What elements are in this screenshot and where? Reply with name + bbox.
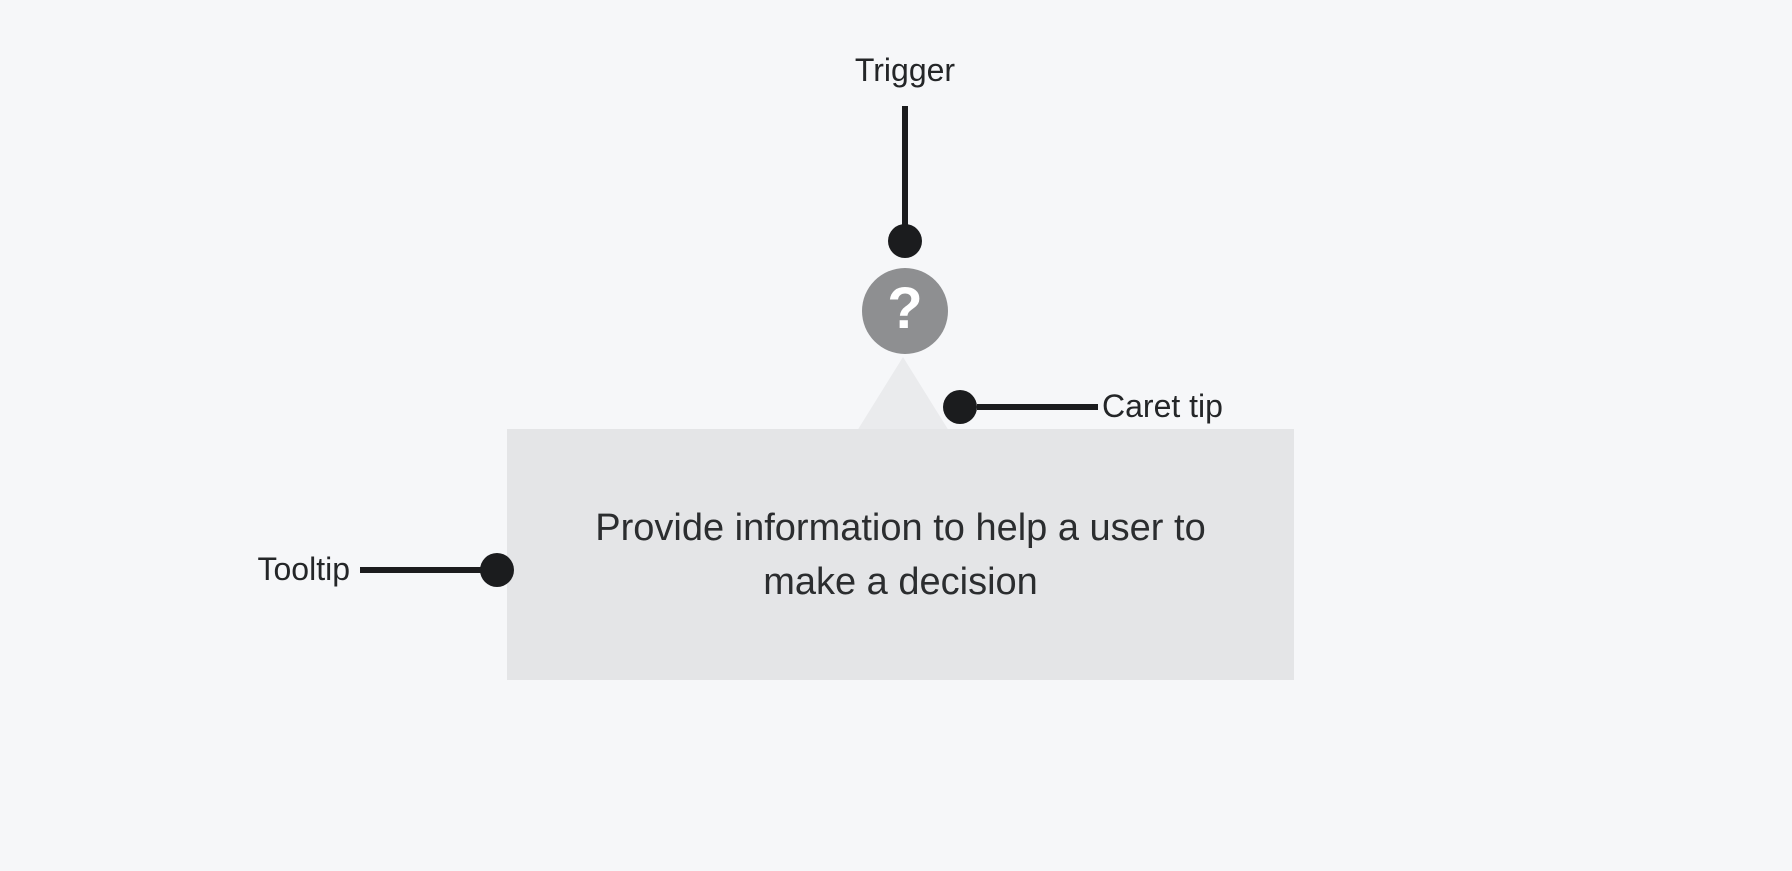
tooltip-text-line-2: make a decision: [763, 560, 1038, 603]
tooltip-caret: [857, 357, 949, 431]
tooltip-text-line-1: Provide information to help a user to: [595, 506, 1206, 549]
help-icon[interactable]: ?: [862, 268, 948, 354]
annotation-label-trigger: Trigger: [854, 52, 956, 88]
tooltip-connector-line: [360, 567, 483, 573]
caret-tip-connector-dot: [943, 390, 977, 424]
annotation-label-caret-tip: Caret tip: [1102, 388, 1223, 424]
trigger-connector-dot: [888, 224, 922, 258]
caret-tip-connector-line: [977, 404, 1098, 410]
tooltip-connector-dot: [480, 553, 514, 587]
tooltip-bubble: Provide information to help a user to ma…: [507, 429, 1294, 680]
question-mark-glyph: ?: [887, 276, 923, 341]
trigger-connector-line: [902, 106, 908, 225]
annotation-label-tooltip: Tooltip: [257, 551, 351, 587]
